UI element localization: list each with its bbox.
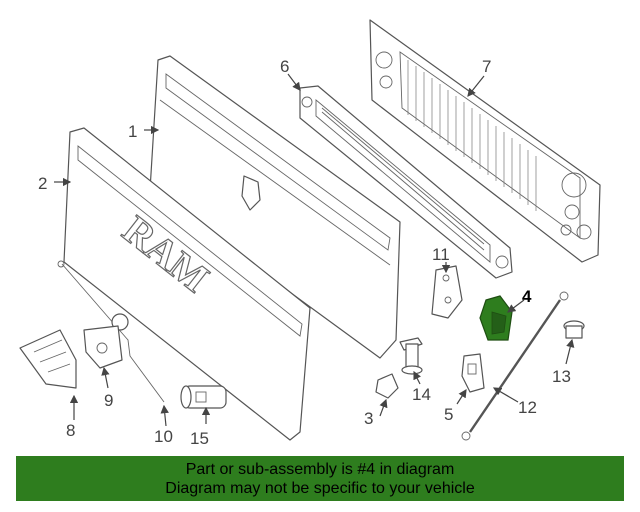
part-7-inner-panel[interactable]	[369, 19, 601, 263]
callout-13: 13	[552, 367, 571, 386]
part-2-tailgate-outer[interactable]: RAM	[63, 127, 311, 441]
part-11-hinge[interactable]	[431, 265, 463, 319]
banner-line-1: Part or sub-assembly is #4 in diagram	[185, 461, 455, 478]
callout-6: 6	[280, 57, 289, 76]
callout-leaders	[54, 73, 575, 427]
part-9-latch[interactable]	[83, 313, 129, 369]
callout-9: 9	[104, 391, 113, 410]
part-3-bushing[interactable]	[375, 373, 399, 399]
callout-11: 11	[432, 245, 450, 264]
callout-8: 8	[66, 421, 75, 440]
callout-4: 4	[522, 287, 532, 306]
part-6-trim-panel[interactable]	[299, 85, 513, 279]
part-10-latch-rod[interactable]	[57, 260, 165, 403]
callout-5: 5	[444, 405, 453, 424]
part-5-striker[interactable]	[461, 353, 485, 393]
part-8-handle-bracket[interactable]	[19, 329, 77, 389]
callout-3: 3	[364, 409, 373, 428]
callout-2: 2	[38, 174, 47, 193]
part-15-lock-cylinder[interactable]	[180, 385, 227, 409]
part-12-support-cable[interactable]	[461, 291, 569, 441]
parts-diagram: RAM	[19, 19, 601, 448]
callout-12: 12	[518, 398, 537, 417]
part-14-bolt[interactable]	[399, 337, 423, 375]
part-4-highlighted[interactable]	[479, 295, 513, 341]
callout-7: 7	[482, 57, 491, 76]
callout-14: 14	[412, 385, 431, 404]
info-banner: Part or sub-assembly is #4 in diagram Di…	[16, 456, 624, 501]
callout-10: 10	[154, 427, 173, 446]
part-13-pivot-bolt[interactable]	[563, 320, 585, 339]
banner-line-2: Diagram may not be specific to your vehi…	[165, 480, 475, 497]
callout-15: 15	[190, 429, 209, 448]
callout-1: 1	[128, 122, 137, 141]
